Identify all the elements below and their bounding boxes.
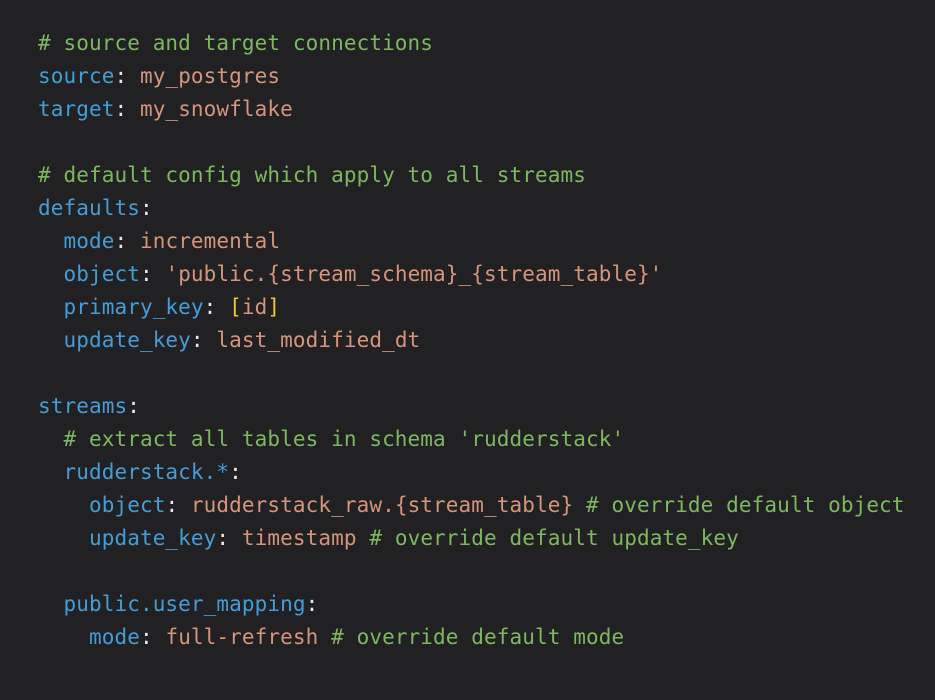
- code-line: target: my_snowflake: [38, 93, 925, 126]
- code-token-bracket: [: [229, 295, 242, 319]
- code-token-comment: # source and target connections: [38, 31, 434, 55]
- code-token-key: update_key: [38, 526, 217, 550]
- code-token-punct: :: [139, 625, 153, 649]
- code-line: # extract all tables in schema 'rudderst…: [38, 423, 925, 456]
- code-token-value: rudderstack_raw.{stream_table}: [178, 493, 586, 517]
- code-token-punct: :: [165, 493, 179, 517]
- code-token-key: primary_key: [38, 295, 204, 319]
- code-line: [38, 126, 925, 159]
- code-token-punct: :: [229, 460, 242, 484]
- code-line: object: 'public.{stream_schema}_{stream_…: [38, 258, 925, 291]
- code-token-value: id: [241, 295, 268, 319]
- code-token-key: streams: [38, 394, 128, 418]
- code-token-key: rudderstack.*: [38, 460, 230, 484]
- code-token-bracket: ]: [267, 295, 281, 319]
- code-token-punct: :: [139, 262, 153, 286]
- code-token-key: defaults: [38, 196, 140, 220]
- code-line: primary_key: [id]: [38, 291, 925, 324]
- code-line: streams:: [38, 390, 925, 423]
- code-line: [38, 357, 925, 390]
- code-token-punct: :: [305, 592, 319, 616]
- code-token-comment: # extract all tables in schema 'rudderst…: [38, 427, 625, 451]
- code-line: source: my_postgres: [38, 60, 925, 93]
- code-token-punct: :: [190, 328, 204, 352]
- code-token-key: target: [38, 97, 115, 121]
- code-token-punct: [216, 295, 229, 319]
- code-token-punct: :: [216, 526, 230, 550]
- code-line: update_key: timestamp # override default…: [38, 522, 925, 555]
- code-token-punct: :: [127, 394, 140, 418]
- code-token-value: my_postgres: [127, 64, 281, 88]
- code-token-value: full-refresh: [152, 625, 332, 649]
- code-token-value: my_snowflake: [127, 97, 293, 121]
- code-line: # source and target connections: [38, 27, 925, 60]
- code-token-punct: :: [114, 97, 128, 121]
- code-token-punct: :: [139, 196, 153, 220]
- code-token-comment: # override default object: [585, 493, 905, 517]
- code-token-key: public.user_mapping: [38, 592, 306, 616]
- code-token-punct: :: [203, 295, 217, 319]
- code-token-key: object: [38, 493, 166, 517]
- code-line: defaults:: [38, 192, 925, 225]
- code-line: object: rudderstack_raw.{stream_table} #…: [38, 489, 925, 522]
- code-token-key: source: [38, 64, 115, 88]
- code-token-key: mode: [38, 229, 115, 253]
- code-token-punct: :: [114, 229, 128, 253]
- code-token-key: object: [38, 262, 140, 286]
- code-line: mode: incremental: [38, 225, 925, 258]
- code-token-value: incremental: [127, 229, 281, 253]
- code-token-value: timestamp: [229, 526, 370, 550]
- code-line: # default config which apply to all stre…: [38, 159, 925, 192]
- code-token-value: last_modified_dt: [203, 328, 421, 352]
- code-token-value: 'public.{stream_schema}_{stream_table}': [152, 262, 663, 286]
- code-token-key: mode: [38, 625, 140, 649]
- code-token-comment: # default config which apply to all stre…: [38, 163, 586, 187]
- code-token-comment: # override default update_key: [369, 526, 739, 550]
- code-line: public.user_mapping:: [38, 588, 925, 621]
- code-line: mode: full-refresh # override default mo…: [38, 621, 925, 654]
- code-line: update_key: last_modified_dt: [38, 324, 925, 357]
- code-line: [38, 555, 925, 588]
- code-token-key: update_key: [38, 328, 191, 352]
- code-token-punct: :: [114, 64, 128, 88]
- code-line: rudderstack.*:: [38, 456, 925, 489]
- code-token-comment: # override default mode: [331, 625, 625, 649]
